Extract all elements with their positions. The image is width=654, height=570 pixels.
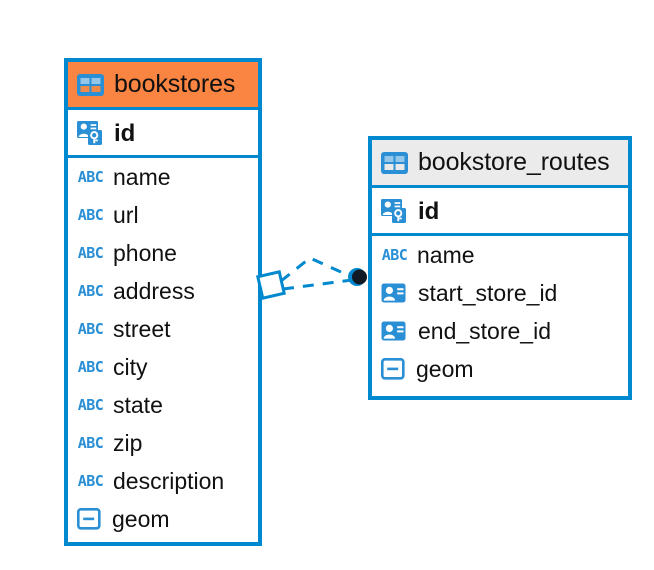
abc-text-icon: ABC <box>77 395 104 414</box>
relationship-circle-marker <box>348 268 367 286</box>
field-row-name[interactable]: ABC name <box>68 158 258 196</box>
foreign-key-icon <box>381 281 409 306</box>
table-icon <box>77 73 104 96</box>
field-label-description: description <box>113 467 225 494</box>
abc-text-icon: ABC <box>77 205 104 224</box>
geometry-icon <box>77 507 103 531</box>
foreign-key-icon <box>381 319 409 344</box>
abc-text-icon: ABC <box>77 319 104 338</box>
relationship-line-upper <box>280 256 353 283</box>
entity-bookstores[interactable]: bookstores <box>64 58 262 546</box>
field-label-phone: phone <box>113 239 177 266</box>
entity-header-bookstores[interactable]: bookstores <box>68 62 258 110</box>
abc-text-icon: ABC <box>77 281 104 300</box>
field-label-end-store-id: end_store_id <box>418 317 551 344</box>
field-label-geom: geom <box>112 505 170 532</box>
geometry-icon <box>381 357 407 381</box>
abc-text-icon: ABC <box>381 245 408 264</box>
abc-text-icon: ABC <box>77 167 104 186</box>
field-row-city[interactable]: ABC city <box>68 348 258 386</box>
field-row-address[interactable]: ABC address <box>68 272 258 310</box>
field-row-id[interactable]: id <box>372 190 628 236</box>
abc-text-icon: ABC <box>77 357 104 376</box>
primary-key-icon <box>381 199 409 224</box>
abc-text-icon: ABC <box>77 471 104 490</box>
field-label-street: street <box>113 315 171 342</box>
field-row-phone[interactable]: ABC phone <box>68 234 258 272</box>
field-label-id: id <box>418 197 440 225</box>
primary-key-icon <box>77 121 105 146</box>
field-label-state: state <box>113 391 163 418</box>
field-label-address: address <box>113 277 195 304</box>
field-row-zip[interactable]: ABC zip <box>68 424 258 462</box>
entity-title-bookstores: bookstores <box>114 70 236 98</box>
field-row-id[interactable]: id <box>68 112 258 158</box>
field-row-name[interactable]: ABC name <box>372 236 628 274</box>
field-row-geom[interactable]: geom <box>372 350 628 388</box>
field-row-state[interactable]: ABC state <box>68 386 258 424</box>
field-row-url[interactable]: ABC url <box>68 196 258 234</box>
field-label-zip: zip <box>113 429 143 456</box>
field-label-id: id <box>114 119 136 147</box>
field-list-bookstores: id ABC name ABC url ABC phone <box>68 110 258 542</box>
field-row-start-store-id[interactable]: start_store_id <box>372 274 628 312</box>
field-list-bookstore-routes: id ABC name start_sto <box>372 188 628 392</box>
field-label-name: name <box>113 163 171 190</box>
field-row-end-store-id[interactable]: end_store_id <box>372 312 628 350</box>
field-row-description[interactable]: ABC description <box>68 462 258 500</box>
field-label-city: city <box>113 353 148 380</box>
entity-bookstore-routes[interactable]: bookstore_routes <box>368 136 632 400</box>
abc-text-icon: ABC <box>77 243 104 262</box>
field-label-start-store-id: start_store_id <box>418 279 558 306</box>
field-row-street[interactable]: ABC street <box>68 310 258 348</box>
field-label-name: name <box>417 241 475 268</box>
entity-title-bookstore-routes: bookstore_routes <box>418 148 610 176</box>
abc-text-icon: ABC <box>77 433 104 452</box>
table-icon <box>381 151 408 174</box>
entity-header-bookstore-routes[interactable]: bookstore_routes <box>372 140 628 188</box>
field-label-geom: geom <box>416 355 474 382</box>
relationship-line-lower <box>282 278 353 291</box>
field-row-geom[interactable]: geom <box>68 500 258 538</box>
field-label-url: url <box>113 201 139 228</box>
